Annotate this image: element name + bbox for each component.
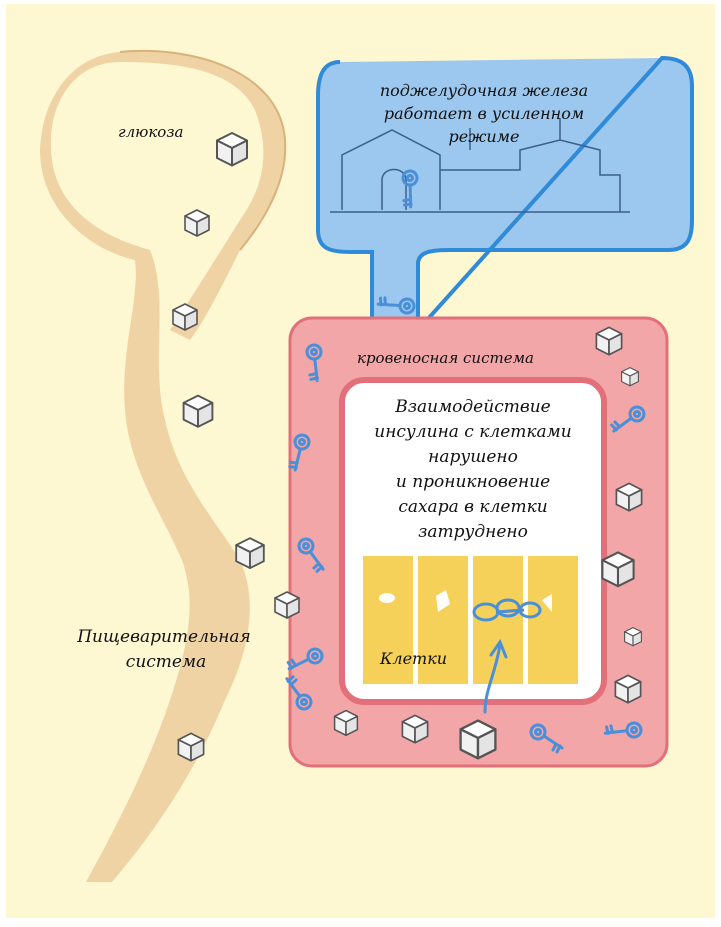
sugar-cube-icon xyxy=(602,552,633,586)
sugar-cube-icon xyxy=(622,368,639,386)
blood-system-label: кровеносная система xyxy=(357,349,534,367)
sugar-cube-icon xyxy=(178,733,203,760)
sugar-cube-icon xyxy=(625,628,642,646)
sugar-cube-icon xyxy=(402,715,427,742)
interaction-label-line-3: нарушено xyxy=(428,447,518,467)
sugar-cube-icon xyxy=(461,721,496,759)
cell-4 xyxy=(528,556,578,684)
sugar-cube-icon xyxy=(275,592,299,618)
sugar-cube-icon xyxy=(217,133,247,166)
interaction-label-line-5: сахара в клетки xyxy=(398,497,547,517)
pancreas-label-line-1: поджелудочная железа xyxy=(380,81,588,100)
digestive-label-line-2: система xyxy=(126,652,206,672)
sugar-cube-icon xyxy=(236,538,264,568)
sugar-cube-icon xyxy=(615,675,640,702)
sugar-cube-icon xyxy=(596,327,621,354)
glucose-label: глюкоза xyxy=(118,123,183,141)
interaction-label-line-1: Взаимодействие xyxy=(394,397,551,417)
pancreas-label-line-2: работает в усиленном xyxy=(384,104,584,123)
sugar-cube-icon xyxy=(185,210,209,236)
sugar-cube-icon xyxy=(335,711,358,736)
interaction-label-line-2: инсулина с клетками xyxy=(374,422,571,442)
interaction-label-line-6: затруднено xyxy=(418,522,528,542)
digestive-label-line-1: Пищеварительная xyxy=(76,627,251,647)
sugar-cube-icon xyxy=(173,304,197,330)
cell-receptor-1 xyxy=(379,593,395,603)
pancreas-label-line-3: режиме xyxy=(449,127,520,146)
sugar-cube-icon xyxy=(616,483,641,510)
cells-label: Клетки xyxy=(379,649,447,668)
interaction-label-line-4: и проникновение xyxy=(396,472,550,492)
sugar-cube-icon xyxy=(184,396,213,427)
